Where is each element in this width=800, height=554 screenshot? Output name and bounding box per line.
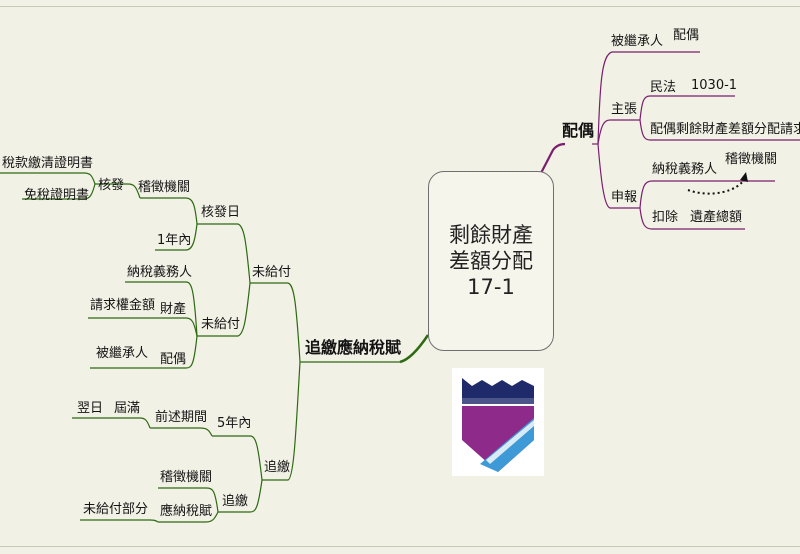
node-civil-article: 1030-1	[691, 78, 738, 93]
node-claim: 主張	[611, 102, 638, 117]
link-spouse-heir	[597, 51, 665, 145]
node-issue: 核發	[98, 178, 125, 193]
node-declare: 申報	[611, 190, 638, 205]
node-exempt-cert: 免稅證明書	[24, 188, 90, 203]
node-heir-spouse: 配偶	[673, 28, 700, 43]
node-spouse-left: 配偶	[160, 352, 187, 367]
link-taxpayable-unpaidpart	[80, 519, 159, 523]
node-within-1yr: 1年內	[157, 233, 192, 248]
node-taxpayer-left: 納稅義務人	[127, 265, 193, 280]
node-deduct: 扣除	[652, 210, 679, 225]
node-estate-total: 遺產總額	[690, 210, 743, 225]
link-recoversub-taxpayable	[158, 511, 219, 523]
dotted-arrow	[687, 177, 746, 195]
node-tax-payable: 應納稅賦	[160, 504, 213, 519]
link-recover-unpaid	[250, 282, 301, 363]
link-claim-civil	[639, 95, 688, 121]
link-issue-exemptcert	[22, 183, 96, 200]
link-authority-issue	[95, 183, 141, 199]
node-recover: 追繳	[264, 460, 291, 475]
node-claim-amount: 請求權金額	[90, 298, 156, 313]
central-topic: 剩餘財產 差額分配 17-1	[428, 171, 554, 351]
node-recover-tax: 追繳應納稅賦	[305, 338, 402, 357]
link-declare-deduct	[639, 207, 685, 230]
link-spouse-claim	[597, 119, 640, 145]
node-decedent: 被繼承人	[96, 346, 149, 361]
link-issueday-1yr	[155, 223, 198, 251]
link-unpaidsub-spouse	[155, 335, 198, 369]
node-recover-sub: 追繳	[222, 494, 249, 509]
logo-image	[452, 368, 544, 476]
node-property: 財產	[160, 302, 187, 317]
link-declare-taxpayer	[639, 180, 715, 209]
central-line-1: 剩餘財產	[449, 223, 533, 247]
link-period-expire	[112, 417, 151, 429]
node-within-5yr: 5年內	[217, 416, 252, 431]
link-unpaidsub-property	[158, 317, 198, 337]
link-issueday-authority	[140, 197, 198, 225]
node-taxpayer: 納稅義務人	[652, 162, 718, 177]
node-tax-authority: 稽徵機關	[725, 152, 778, 167]
link-recoversub-authority	[158, 487, 219, 513]
node-heir: 被繼承人	[611, 34, 664, 49]
arrow-head	[740, 172, 748, 182]
node-period: 前述期間	[155, 410, 208, 425]
node-claim-right: 配偶剩餘財產差額分配請求權	[650, 122, 800, 137]
node-tax-cert: 稅款繳清證明書	[2, 156, 94, 171]
link-spouse-declare	[597, 143, 640, 209]
link-unpaidsub-taxpayer	[125, 281, 198, 337]
node-next-day: 翌日	[77, 401, 104, 416]
link-unpaid-unpaidsub	[197, 282, 251, 337]
link-recover-5yr	[212, 435, 263, 481]
node-unpaid-part: 未給付部分	[83, 502, 149, 517]
link-5yr-period	[150, 427, 213, 437]
node-expire: 屆滿	[114, 401, 141, 416]
link-central-spouse	[539, 142, 566, 176]
link-recover-recoversub	[218, 479, 263, 513]
node-issue-day: 核發日	[201, 205, 241, 220]
top-frame-line	[0, 6, 800, 7]
link-unpaid-issueday	[197, 223, 251, 284]
node-spouse: 配偶	[562, 121, 595, 140]
link-claim-right	[639, 119, 800, 141]
link-central-recover	[399, 334, 430, 364]
node-civil-law: 民法	[650, 80, 677, 95]
central-line-3: 17-1	[467, 275, 515, 299]
link-recover-recover	[262, 361, 301, 481]
node-unpaid: 未給付	[252, 265, 292, 280]
central-line-2: 差額分配	[449, 249, 533, 273]
node-tax-authority-left: 稽徵機關	[138, 180, 191, 195]
node-tax-authority-2: 稽徵機關	[160, 470, 213, 485]
bottom-frame-line	[0, 546, 800, 547]
link-issue-taxcert	[0, 172, 96, 185]
node-unpaid-sub: 未給付	[201, 317, 241, 332]
